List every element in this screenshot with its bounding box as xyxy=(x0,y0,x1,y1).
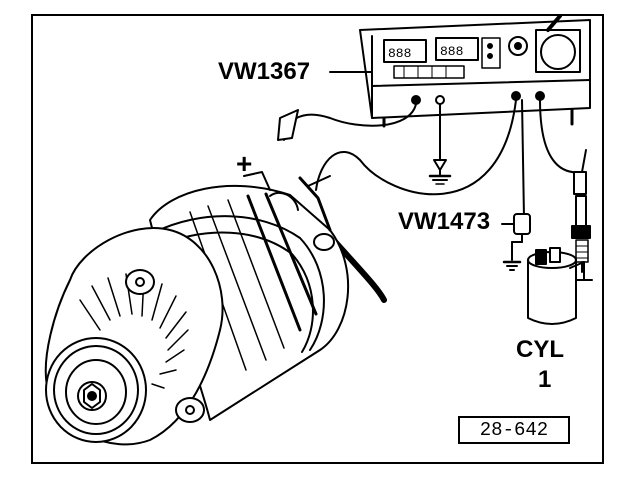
svg-text:888: 888 xyxy=(388,46,411,61)
cylinder-number-label: 1 xyxy=(538,366,552,393)
tester-vw1367: 888 888 xyxy=(359,14,591,128)
tester-label: VW1367 xyxy=(218,58,311,85)
figure-number: 28-642 xyxy=(479,419,549,441)
ignition-coil xyxy=(527,247,593,325)
positive-terminal-label: + xyxy=(236,148,253,179)
svg-text:888: 888 xyxy=(440,44,463,59)
ground-symbol xyxy=(428,159,452,185)
alternator xyxy=(44,109,350,446)
adapter-vw1473 xyxy=(501,213,531,271)
spark-plug xyxy=(571,149,591,273)
figure-number-box: 28-642 xyxy=(458,416,570,444)
adapter-label: VW1473 xyxy=(398,208,491,235)
cylinder-label: CYL xyxy=(516,336,564,363)
